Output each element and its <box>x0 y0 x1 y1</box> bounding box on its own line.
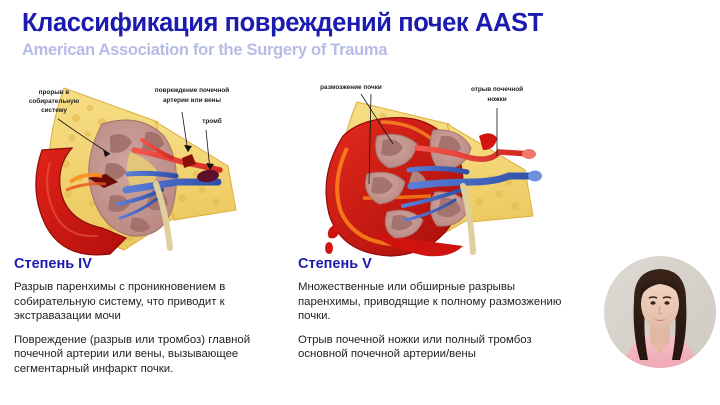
callout-line: ножки <box>487 96 506 103</box>
avatar-face <box>641 280 679 328</box>
page-subtitle: American Association for the Surgery of … <box>22 40 388 59</box>
grade-5-text-column: Степень V Множественные или обширные раз… <box>298 256 566 362</box>
grade-5-heading: Степень V <box>298 256 372 272</box>
grade-4-paragraph-1: Разрыв паренхимы с проникновением в соби… <box>14 281 226 323</box>
renal-vessels <box>116 138 223 251</box>
kidney-injury-grade-5-illustration: размозжение почки отрыв почечной ножки <box>285 78 563 260</box>
callout-line: отрыв почечной <box>471 85 523 93</box>
avatar-hair-front <box>640 275 680 298</box>
callout-line: артерии или вены <box>163 97 222 104</box>
callout-collecting-system-rupture: прорыв в собирательную систему <box>29 89 80 114</box>
kidney-injury-grade-4-illustration: прорыв в собирательную систему поврежден… <box>6 78 274 260</box>
callout-line: прорыв в <box>39 89 70 96</box>
grade-4-paragraph-2: Повреждение (разрыв или тромбоз) главной… <box>14 333 251 375</box>
callout-line: систему <box>41 107 67 114</box>
grade-4-heading: Степень IV <box>14 256 92 272</box>
callout-line: повреждение почечной <box>155 86 230 94</box>
callout-line: собирательную <box>29 97 80 105</box>
callout-leader-lines <box>360 93 498 185</box>
avatar-mouth <box>654 319 666 321</box>
avatar-eyebrow-right <box>662 296 672 299</box>
parenchymal-laceration <box>65 172 118 192</box>
perirenal-hematoma <box>35 147 128 256</box>
slide-header: Классификация повреждений почек AAST Ame… <box>22 9 682 59</box>
avatar-eye-right <box>664 301 670 305</box>
vessel-injury-and-thrombus <box>182 154 219 183</box>
grade-4-text-column: Степень IV Разрыв паренхимы с проникнове… <box>14 256 290 376</box>
renal-vessels <box>401 133 542 255</box>
callout-arrowheads <box>103 145 214 170</box>
callout-line: размозжение почки <box>320 84 382 91</box>
avatar-nose <box>658 305 663 315</box>
callout-renal-pedicle-avulsion: отрыв почечной ножки <box>471 85 523 103</box>
avatar-eyebrow-left <box>648 296 658 299</box>
avatar-neck <box>650 324 670 345</box>
callout-line: тромб <box>202 117 221 125</box>
callout-kidney-crush: размозжение почки <box>320 84 382 91</box>
avatar-necklace <box>650 341 670 348</box>
presenter-avatar <box>604 256 716 368</box>
avatar-necklace-pendant <box>658 349 662 353</box>
callout-renal-artery-vein-injury: повреждение почечной артерии или вены <box>155 86 230 104</box>
avatar-eye-left <box>650 301 656 305</box>
grade-5-paragraph-2: Отрыв почечной ножки или полный тромбоз … <box>298 333 532 361</box>
page-title: Классификация повреждений почек AAST <box>22 9 543 37</box>
callout-thrombus: тромб <box>202 117 221 125</box>
grade-5-paragraph-1: Множественные или обширные разрывы парен… <box>298 281 562 323</box>
